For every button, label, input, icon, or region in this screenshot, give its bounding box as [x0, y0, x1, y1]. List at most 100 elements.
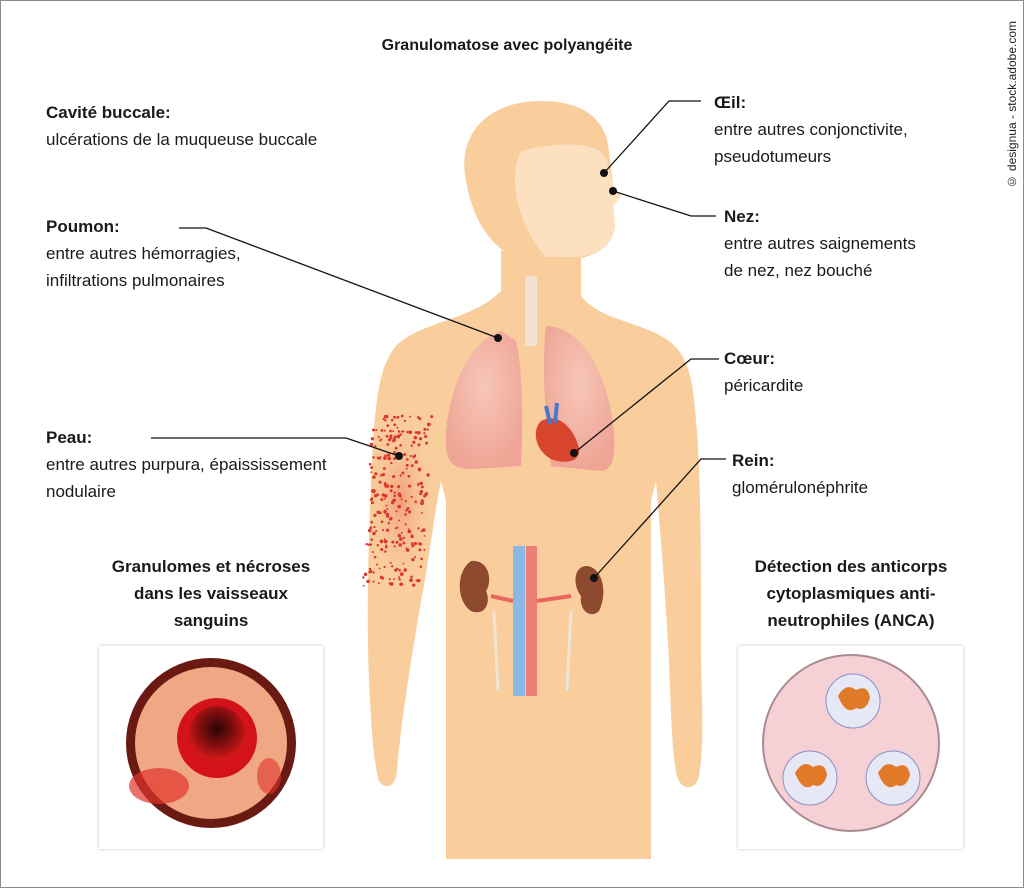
purpura-dot — [410, 575, 413, 579]
purpura-dot — [404, 523, 407, 526]
purpura-dot — [370, 466, 374, 470]
purpura-dot — [398, 543, 402, 547]
purpura-dot — [411, 557, 415, 562]
purpura-dot — [362, 584, 365, 587]
purpura-dot — [378, 457, 381, 460]
kidney-title: Rein: — [732, 451, 775, 470]
purpura-dot — [421, 512, 423, 514]
purpura-dot — [400, 430, 403, 433]
purpura-dot — [393, 491, 396, 494]
purpura-dot — [410, 464, 414, 468]
purpura-dot — [376, 563, 379, 566]
purpura-dot — [410, 534, 414, 539]
purpura-dot — [425, 441, 429, 445]
purpura-dot — [414, 431, 418, 434]
neutrophil-dish — [762, 654, 940, 832]
purpura-dot — [403, 568, 407, 572]
purpura-dot — [417, 527, 420, 530]
purpura-dot — [388, 578, 391, 581]
purpura-dot — [393, 545, 396, 548]
purpura-dot — [384, 414, 389, 419]
purpura-dot — [380, 548, 384, 552]
purpura-dot — [384, 550, 387, 553]
purpura-dot — [388, 518, 391, 521]
purpura-dot — [409, 578, 413, 583]
vessels-heading: Granulomes et nécroses dans les vaisseau… — [81, 553, 341, 634]
purpura-dot — [374, 472, 378, 476]
purpura-dot — [416, 578, 421, 583]
purpura-dot — [379, 575, 384, 580]
purpura-dot — [372, 531, 376, 536]
purpura-dot — [423, 432, 426, 435]
anca-heading-1: Détection des anticorps — [754, 557, 948, 576]
purpura-dot — [366, 579, 370, 584]
purpura-dot — [393, 457, 396, 461]
purpura-dot — [381, 473, 386, 477]
purpura-dot — [395, 510, 398, 513]
purpura-dot — [371, 550, 374, 554]
purpura-dot — [419, 437, 423, 441]
purpura-dot — [398, 569, 401, 572]
purpura-dot — [383, 565, 386, 569]
purpura-dot — [399, 537, 403, 541]
purpura-dot — [383, 538, 386, 541]
purpura-dot — [370, 471, 373, 474]
purpura-dot — [373, 525, 376, 529]
nose-desc-1: entre autres saignements — [724, 234, 916, 253]
purpura-dot — [407, 528, 410, 531]
purpura-dot — [416, 431, 421, 435]
eye-desc-2: pseudotumeurs — [714, 147, 832, 166]
purpura-dot — [386, 443, 390, 446]
purpura-dot — [389, 561, 392, 564]
purpura-dot — [397, 504, 402, 509]
purpura-dot — [395, 567, 399, 571]
purpura-dot — [399, 433, 402, 436]
purpura-dot — [370, 437, 375, 441]
purpura-dot — [372, 580, 375, 583]
purpura-dot — [370, 538, 374, 542]
purpura-dot — [415, 579, 418, 582]
purpura-dot — [424, 434, 428, 439]
purpura-dot — [408, 510, 412, 514]
purpura-dot — [387, 438, 391, 442]
purpura-dot — [393, 435, 397, 439]
purpura-dot — [379, 474, 383, 477]
purpura-dot — [405, 463, 409, 467]
purpura-dot — [417, 443, 421, 447]
purpura-dot — [387, 521, 391, 525]
purpura-dot — [385, 544, 388, 548]
kidney-label: Rein: glomérulonéphrite — [732, 447, 868, 501]
purpura-dot — [393, 499, 396, 502]
purpura-dot — [402, 562, 405, 565]
purpura-dot — [363, 572, 368, 577]
purpura-dot — [394, 446, 398, 450]
purpura-dot — [369, 526, 373, 530]
purpura-dot — [418, 542, 422, 546]
purpura-dot — [370, 501, 375, 505]
mouth-title: Cavité buccale: — [46, 103, 171, 122]
purpura-dot — [410, 495, 413, 499]
nose-desc-2: de nez, nez bouché — [724, 261, 873, 280]
nose-title: Nez: — [724, 207, 760, 226]
purpura-dot — [402, 430, 405, 433]
purpura-dot — [385, 434, 389, 438]
purpura-dot — [397, 430, 401, 433]
purpura-dot — [405, 548, 410, 552]
nose-label: Nez: entre autres saignements de nez, ne… — [724, 203, 916, 284]
neutrophil — [782, 750, 838, 806]
purpura-dot — [375, 429, 378, 432]
purpura-dot — [411, 544, 415, 548]
purpura-dot — [390, 484, 394, 489]
heart — [535, 418, 580, 462]
lung-title: Poumon: — [46, 217, 120, 236]
purpura-dot — [406, 458, 409, 461]
neutrophil — [825, 673, 881, 729]
purpura-dot — [393, 494, 396, 498]
purpura-dot — [387, 453, 391, 457]
purpura-dot — [376, 544, 380, 547]
purpura-dot — [400, 498, 403, 501]
purpura-dot — [398, 519, 401, 522]
purpura-dot — [403, 453, 407, 457]
purpura-dot — [369, 543, 373, 546]
